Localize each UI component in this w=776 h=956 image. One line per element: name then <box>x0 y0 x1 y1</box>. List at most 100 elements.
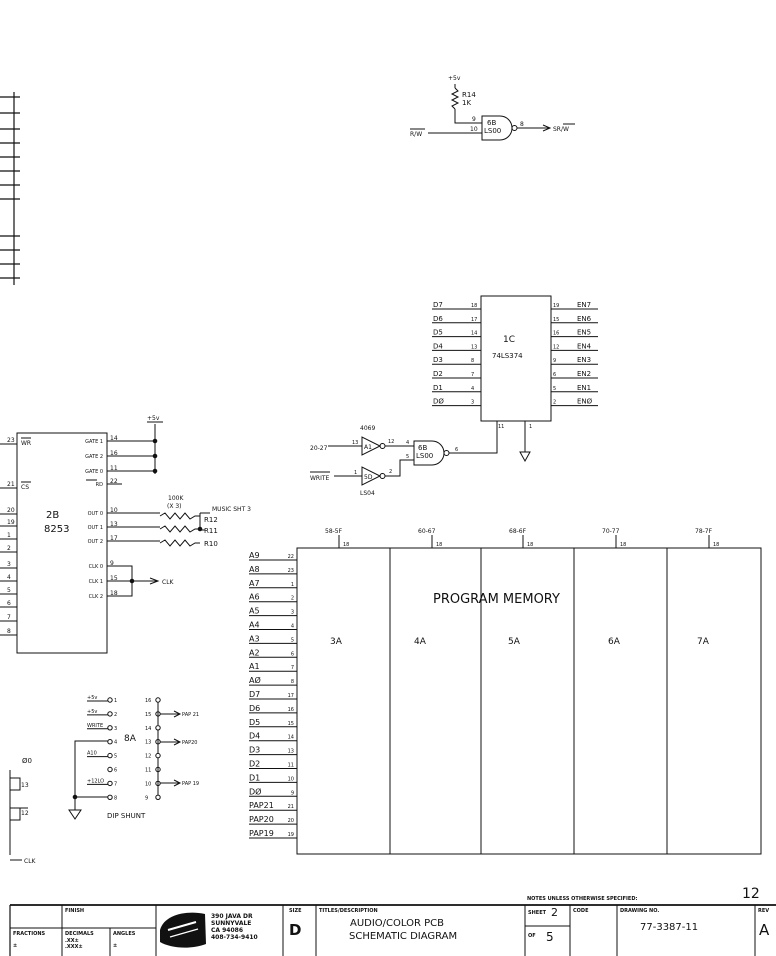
dip-pap-label-2: PAP 19 <box>182 781 199 787</box>
timer-right-name-5: OUT 1 <box>88 525 103 531</box>
memory-chip-7A: 7A <box>697 637 710 647</box>
tb-sheet: 2 <box>551 906 558 919</box>
dip-right-pin-7: 9 <box>145 795 148 801</box>
latch-ground-symbol <box>519 451 531 463</box>
top-supply: +5v <box>448 75 461 82</box>
inv2-part: LS04 <box>360 490 375 497</box>
timer-right-pin-9: 18 <box>110 590 118 597</box>
timer-right-name-6: OUT 2 <box>88 539 103 545</box>
latch-output-5-pin: 6 <box>553 372 556 378</box>
timer-right-name-7: CLK 0 <box>89 564 103 570</box>
res-ref-2: R11 <box>204 527 218 535</box>
memory-signal-18-name: PAP21 <box>249 801 274 810</box>
timer-right-name-8: CLK 1 <box>89 579 103 585</box>
r14-value: 1K <box>462 99 471 107</box>
tb-code-label: CODE <box>573 908 589 914</box>
memory-range-3: 70-77 <box>602 528 620 535</box>
dip-left-pin-7: 8 <box>114 795 117 801</box>
title-block: NOTES UNLESS OTHERWISE SPECIFIED: 12 FIN… <box>9 886 776 956</box>
memory-signal-5-name: A4 <box>249 621 260 630</box>
dip-shunt-block: 1+5v2+5v3WRITE45A1067+12LO81615141312111… <box>68 695 199 820</box>
timer-left-name-1: CS <box>21 484 29 491</box>
timer-right-pin-4: 10 <box>110 507 118 514</box>
latch-input-2-pin: 14 <box>471 331 477 337</box>
inverter-5d <box>361 466 382 486</box>
latch-input-3-pin: 13 <box>471 344 477 350</box>
memory-signal-13-pin: 14 <box>288 735 294 741</box>
tb-title-label: TITLES/DESCRIPTION <box>319 908 378 914</box>
memory-signal-3-pin: 2 <box>291 596 294 602</box>
inv1-ref: A1 <box>364 444 372 451</box>
tb-size: D <box>289 921 301 939</box>
latch-part: 74LS374 <box>492 352 523 360</box>
memory-signal-1-name: A8 <box>249 565 260 574</box>
dip-left-label-1: +5v <box>87 709 97 715</box>
latch-output-7-name: ENØ <box>577 398 593 406</box>
latch-input-5-pin: 7 <box>471 372 474 378</box>
memory-body <box>296 547 762 855</box>
dip-right-pin-6: 10 <box>145 781 151 787</box>
dip-right-pin-5: 11 <box>145 768 151 774</box>
memory-signal-10-name: D7 <box>249 690 260 699</box>
memory-cs-pin-3: 18 <box>620 542 626 548</box>
latch-input-2-name: D5 <box>433 329 443 337</box>
clk-label: CLK <box>162 579 175 586</box>
memory-signal-19-name: PAP20 <box>249 815 274 824</box>
timer-right-pin-2: 11 <box>110 465 118 472</box>
srw-output-label: SR/W <box>553 126 569 133</box>
timer-right-pin-8: 15 <box>110 575 118 582</box>
memory-cs-pin-1: 18 <box>436 542 442 548</box>
latch-input-0-pin: 18 <box>471 303 477 309</box>
timer-left-pin-1: 21 <box>7 481 15 488</box>
latch-1c-body <box>480 295 552 422</box>
timer-right-pin-6: 17 <box>110 535 118 542</box>
decode-gate-type: LS00 <box>416 452 433 460</box>
left-border-ticks <box>0 92 20 285</box>
memory-signal-19-pin: 20 <box>288 818 294 824</box>
timer-right-pin-3: 22 <box>110 478 118 485</box>
dip-left-label-6: +12LO <box>87 778 104 784</box>
timer-right-pin-5: 13 <box>110 521 118 528</box>
inv1-pin13: 13 <box>352 440 358 446</box>
timer-left-pin-2: 20 <box>7 507 15 514</box>
tb-drawing-no: 77-3387-11 <box>640 922 698 933</box>
timer-right-pin-1: 16 <box>110 450 118 457</box>
dip-ground-symbol <box>68 809 82 820</box>
dip-ref: 8A <box>124 734 137 744</box>
in1-label: 20-27 <box>310 445 328 452</box>
timer-left-name-0: WR <box>21 440 31 447</box>
latch-output-2-pin: 16 <box>553 331 559 337</box>
timer-left-pin-8: 5 <box>7 587 11 594</box>
latch-ref: 1C <box>503 335 515 345</box>
latch-output-1-pin: 15 <box>553 317 559 323</box>
dip-right-pin-0: 16 <box>145 698 151 704</box>
dip-left-pin-4: 5 <box>114 754 117 760</box>
latch-output-0-pin: 19 <box>553 303 559 309</box>
dip-right-pin-4: 12 <box>145 754 151 760</box>
memory-signal-17-pin: 9 <box>291 790 294 796</box>
memory-signal-14-name: D3 <box>249 746 260 755</box>
tb-angles-val: ± <box>113 943 117 949</box>
res-ref-3: R10 <box>204 540 218 548</box>
tb-finish: FINISH <box>65 908 84 914</box>
gate-pin4: 4 <box>406 440 409 446</box>
timer-left-pin-7: 4 <box>7 574 11 581</box>
memory-signal-14-pin: 13 <box>288 749 294 755</box>
memory-signal-12-name: D5 <box>249 718 260 727</box>
timer-left-pin-4: 1 <box>7 532 11 539</box>
memory-signal-8-pin: 7 <box>291 665 294 671</box>
tb-drawing-label: DRAWING NO. <box>620 908 659 914</box>
latch-input-4-pin: 8 <box>471 358 474 364</box>
memory-chip-6A: 6A <box>608 637 621 647</box>
left-clk: CLK <box>24 858 37 865</box>
timer-left-pin-10: 7 <box>7 614 11 621</box>
tb-decimals: DECIMALS <box>65 931 94 937</box>
memory-signal-2-name: A7 <box>249 579 260 588</box>
address-line-3: CA 94086 <box>211 927 243 934</box>
gate-pin6: 6 <box>455 447 458 453</box>
memory-signal-15-pin: 11 <box>288 763 294 769</box>
latch-input-1-pin: 17 <box>471 317 477 323</box>
